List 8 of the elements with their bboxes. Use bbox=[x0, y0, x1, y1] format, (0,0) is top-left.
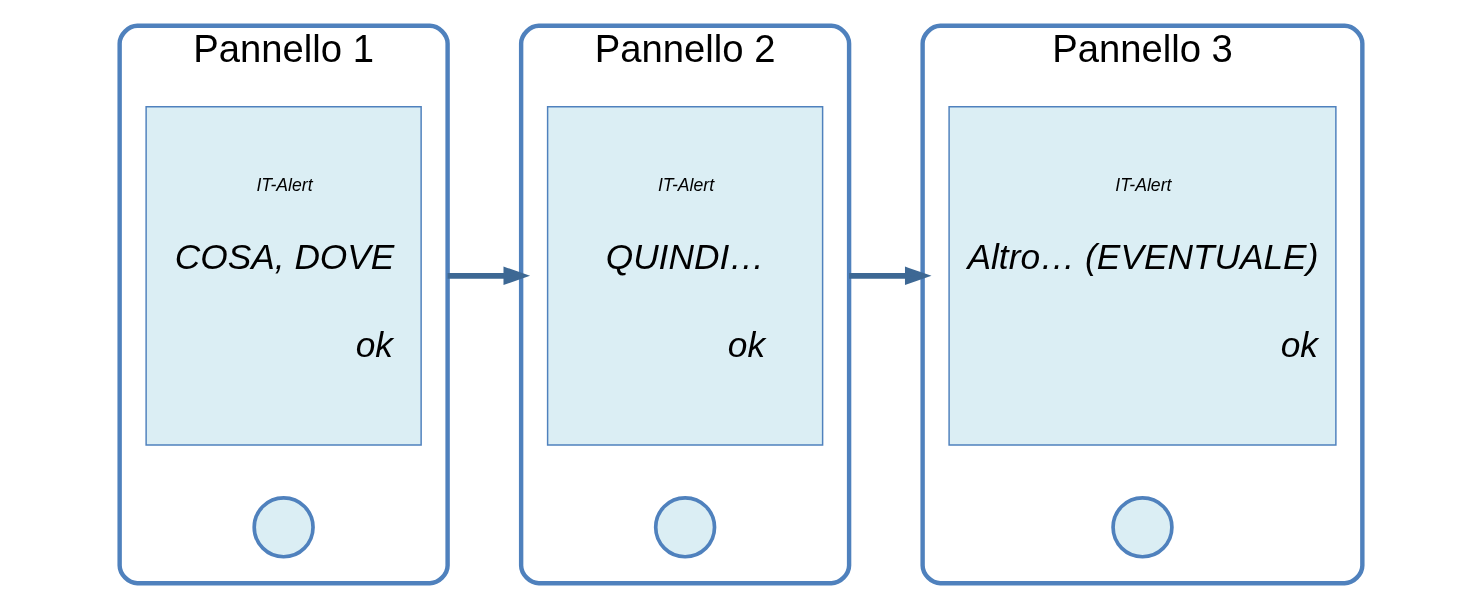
node-circle bbox=[653, 496, 717, 559]
node-circle bbox=[1111, 496, 1174, 559]
node-box: IT-Alert COSA, DOVE ok bbox=[145, 105, 422, 446]
node-circle bbox=[252, 496, 315, 559]
arrow bbox=[849, 266, 932, 286]
arrow bbox=[447, 266, 531, 286]
node-box: IT-Alert QUINDI… ok bbox=[546, 105, 824, 446]
node-box: IT-Alert Altro… (EVENTUALE) ok bbox=[948, 105, 1337, 446]
